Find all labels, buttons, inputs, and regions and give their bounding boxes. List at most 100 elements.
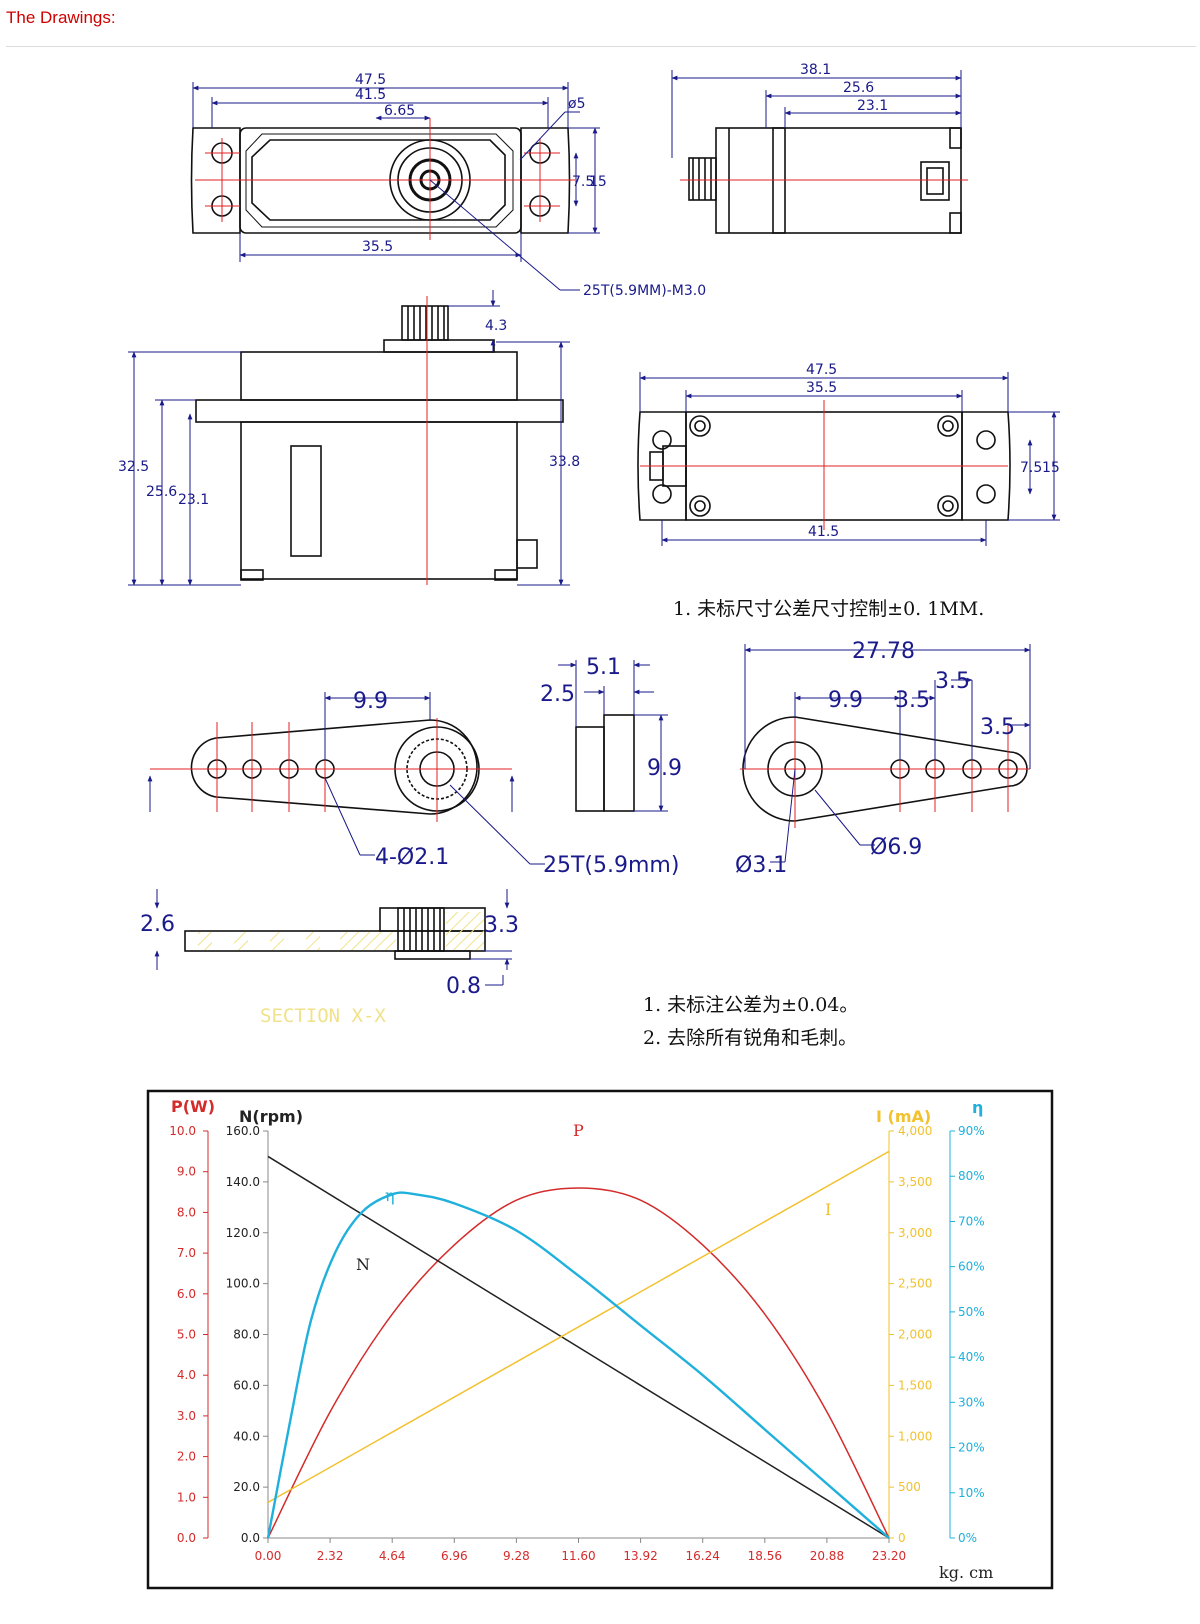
axis-tick-label: 80% <box>958 1169 985 1183</box>
axis-tick-label: 90% <box>958 1124 985 1138</box>
front-dim-4-3: 4.3 <box>485 318 507 334</box>
axis-title-eta: η <box>972 1098 983 1117</box>
side-dim-38-1: 38.1 <box>800 62 831 78</box>
axis-tick-label: 60% <box>958 1260 985 1274</box>
side-dim-25-6: 25.6 <box>843 80 874 96</box>
series-label-i: I <box>825 1200 831 1219</box>
horn-end-dim-d3-1: Ø3.1 <box>735 853 787 878</box>
axis-tick-label: 10.0 <box>169 1124 196 1138</box>
front-dim-23-1: 23.1 <box>178 492 209 508</box>
axis-title-n: N(rpm) <box>239 1107 303 1126</box>
axis-tick-label: 120.0 <box>226 1226 260 1240</box>
bottom-dim-41-5: 41.5 <box>808 524 839 540</box>
axis-tick-label: 2.0 <box>177 1450 196 1464</box>
horn-side-dim-5-1: 5.1 <box>586 655 621 680</box>
axis-tick-label: 3,500 <box>898 1175 932 1189</box>
page-header: The Drawings: <box>6 8 116 27</box>
front-dim-25-6: 25.6 <box>146 484 177 500</box>
axis-tick-label: 1.0 <box>177 1490 196 1504</box>
front-view <box>195 305 564 581</box>
series-line-2 <box>267 1150 890 1504</box>
top-callout-spline: 25T(5.9MM)-M3.0 <box>583 283 706 299</box>
top-dim-15: 15 <box>589 174 607 190</box>
bottom-dim-7-5: 7.5 <box>1020 460 1042 476</box>
bottom-dim-15: 15 <box>1042 460 1060 476</box>
horn-end-dimensions <box>740 644 1031 863</box>
axis-tick-label: 0.0 <box>241 1531 260 1545</box>
horn-end-dim-27-78: 27.78 <box>852 639 915 664</box>
side-dim-23-1: 23.1 <box>857 98 888 114</box>
axis-tick-label: 20% <box>958 1441 985 1455</box>
top-dim-41-5: 41.5 <box>355 87 386 103</box>
axis-tick-label: 0% <box>958 1531 977 1545</box>
bottom-dim-47-5: 47.5 <box>806 362 837 378</box>
horn-end-dim-3-5a: 3.5 <box>895 688 930 713</box>
front-dim-32-5: 32.5 <box>118 459 149 475</box>
series-label-n: N <box>356 1255 370 1274</box>
axis-tick-label: 8.0 <box>177 1205 196 1219</box>
axis-tick-label: 4,000 <box>898 1124 932 1138</box>
horn-side-dim-9-9: 9.9 <box>647 756 682 781</box>
horn-section-dim-0-8: 0.8 <box>446 974 481 999</box>
horn-section-dim-2-6: 2.6 <box>140 912 175 937</box>
x-tick-label: 13.92 <box>623 1549 657 1563</box>
x-axis-label: kg. cm <box>939 1563 993 1582</box>
horn-note-1: 1. 未标注公差为±0.04。 <box>643 994 858 1016</box>
axis-tick-label: 9.0 <box>177 1165 196 1179</box>
axis-tick-label: 100.0 <box>226 1277 260 1291</box>
horn-side-dim-2-5: 2.5 <box>540 682 575 707</box>
axis-tick-label: 1,500 <box>898 1378 932 1392</box>
x-tick-label: 0.00 <box>255 1549 282 1563</box>
x-tick-label: 23.20 <box>872 1549 906 1563</box>
side-view-dimensions <box>671 70 968 181</box>
axis-title-i: I (mA) <box>876 1107 931 1126</box>
series-line-0 <box>267 1187 890 1539</box>
axis-tick-label: 2,500 <box>898 1277 932 1291</box>
axis-tick-label: 3.0 <box>177 1409 196 1423</box>
performance-chart: P(W) N(rpm) I (mA) η kg. cm P N I η 0.01… <box>146 1089 1054 1590</box>
series-label-p: P <box>573 1121 584 1140</box>
x-tick-label: 4.64 <box>379 1549 406 1563</box>
top-dim-35-5: 35.5 <box>362 239 393 255</box>
horn-side-dimensions <box>558 660 668 812</box>
horn-section-dimensions <box>154 889 512 986</box>
x-tick-label: 9.28 <box>503 1549 530 1563</box>
top-dim-7-5: 7.5 <box>572 174 594 190</box>
axis-tick-label: 60.0 <box>233 1378 260 1392</box>
horn-section-view <box>184 907 486 960</box>
axis-tick-label: 50% <box>958 1305 985 1319</box>
axis-tick-label: 1,000 <box>898 1429 932 1443</box>
horn-dim-holes: 4-Ø2.1 <box>375 845 449 870</box>
horn-note-2: 2. 去除所有锐角和毛刺。 <box>643 1027 857 1049</box>
axis-tick-label: 70% <box>958 1214 985 1228</box>
x-tick-label: 2.32 <box>317 1549 344 1563</box>
x-tick-label: 20.88 <box>810 1549 844 1563</box>
horn-end-dim-d6-9: Ø6.9 <box>870 835 922 860</box>
horn-side-view <box>575 714 635 812</box>
axis-tick-label: 2,000 <box>898 1328 932 1342</box>
top-dim-d5: ø5 <box>568 96 585 112</box>
axis-tick-label: 5.0 <box>177 1328 196 1342</box>
front-view-dimensions <box>128 290 570 586</box>
horn-dim-9-9: 9.9 <box>353 689 388 714</box>
axis-tick-label: 40% <box>958 1350 985 1364</box>
x-tick-label: 16.24 <box>686 1549 720 1563</box>
horn-section-dim-3-3: 3.3 <box>484 913 519 938</box>
axis-tick-label: 0.0 <box>177 1531 196 1545</box>
horn-section-hatching <box>198 912 484 950</box>
axis-tick-label: 80.0 <box>233 1328 260 1342</box>
x-tick-label: 6.96 <box>441 1549 468 1563</box>
series-line-3 <box>266 1191 890 1539</box>
series-line-1 <box>267 1155 890 1539</box>
axis-tick-label: 140.0 <box>226 1175 260 1189</box>
front-dim-33-8: 33.8 <box>549 454 580 470</box>
horn-end-dim-9-9: 9.9 <box>828 688 863 713</box>
horn-dim-spline: 25T(5.9mm) <box>543 853 679 878</box>
axis-tick-label: 30% <box>958 1395 985 1409</box>
top-dim-47-5: 47.5 <box>355 72 386 88</box>
bottom-dim-35-5: 35.5 <box>806 380 837 396</box>
axis-tick-label: 6.0 <box>177 1287 196 1301</box>
top-view-dimensions <box>192 82 600 291</box>
x-tick-label: 18.56 <box>748 1549 782 1563</box>
